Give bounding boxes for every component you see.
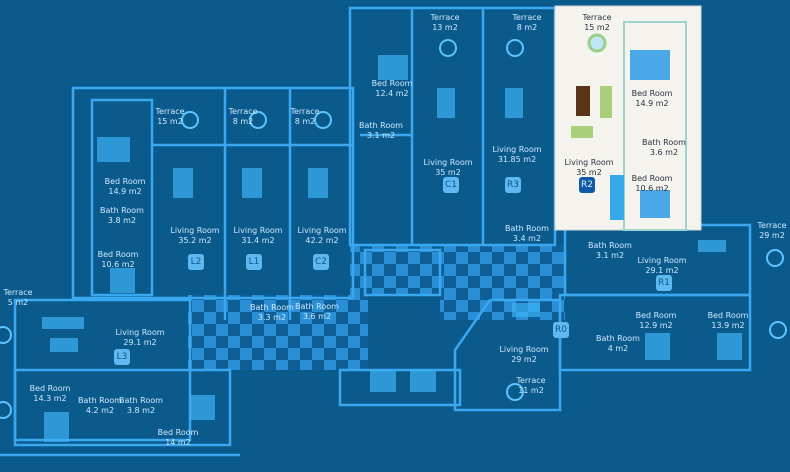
unit-badge-l2[interactable]: L2 bbox=[188, 254, 204, 270]
unit-badge-r2[interactable]: R2 bbox=[579, 177, 595, 193]
unit-badge-r0[interactable]: R0 bbox=[553, 322, 569, 338]
unit-badge-l3[interactable]: L3 bbox=[114, 349, 130, 365]
unit-badge-c2[interactable]: C2 bbox=[313, 254, 329, 270]
unit-badge-r1[interactable]: R1 bbox=[656, 275, 672, 291]
unit-badge-l1[interactable]: L1 bbox=[246, 254, 262, 270]
corridor-checkerboard bbox=[188, 245, 565, 370]
furniture bbox=[42, 55, 742, 442]
unit-badge-c1[interactable]: C1 bbox=[443, 177, 459, 193]
unit-badge-r3[interactable]: R3 bbox=[505, 177, 521, 193]
r2-highlight-panel bbox=[554, 5, 702, 231]
terrace-table-icons bbox=[0, 39, 787, 419]
